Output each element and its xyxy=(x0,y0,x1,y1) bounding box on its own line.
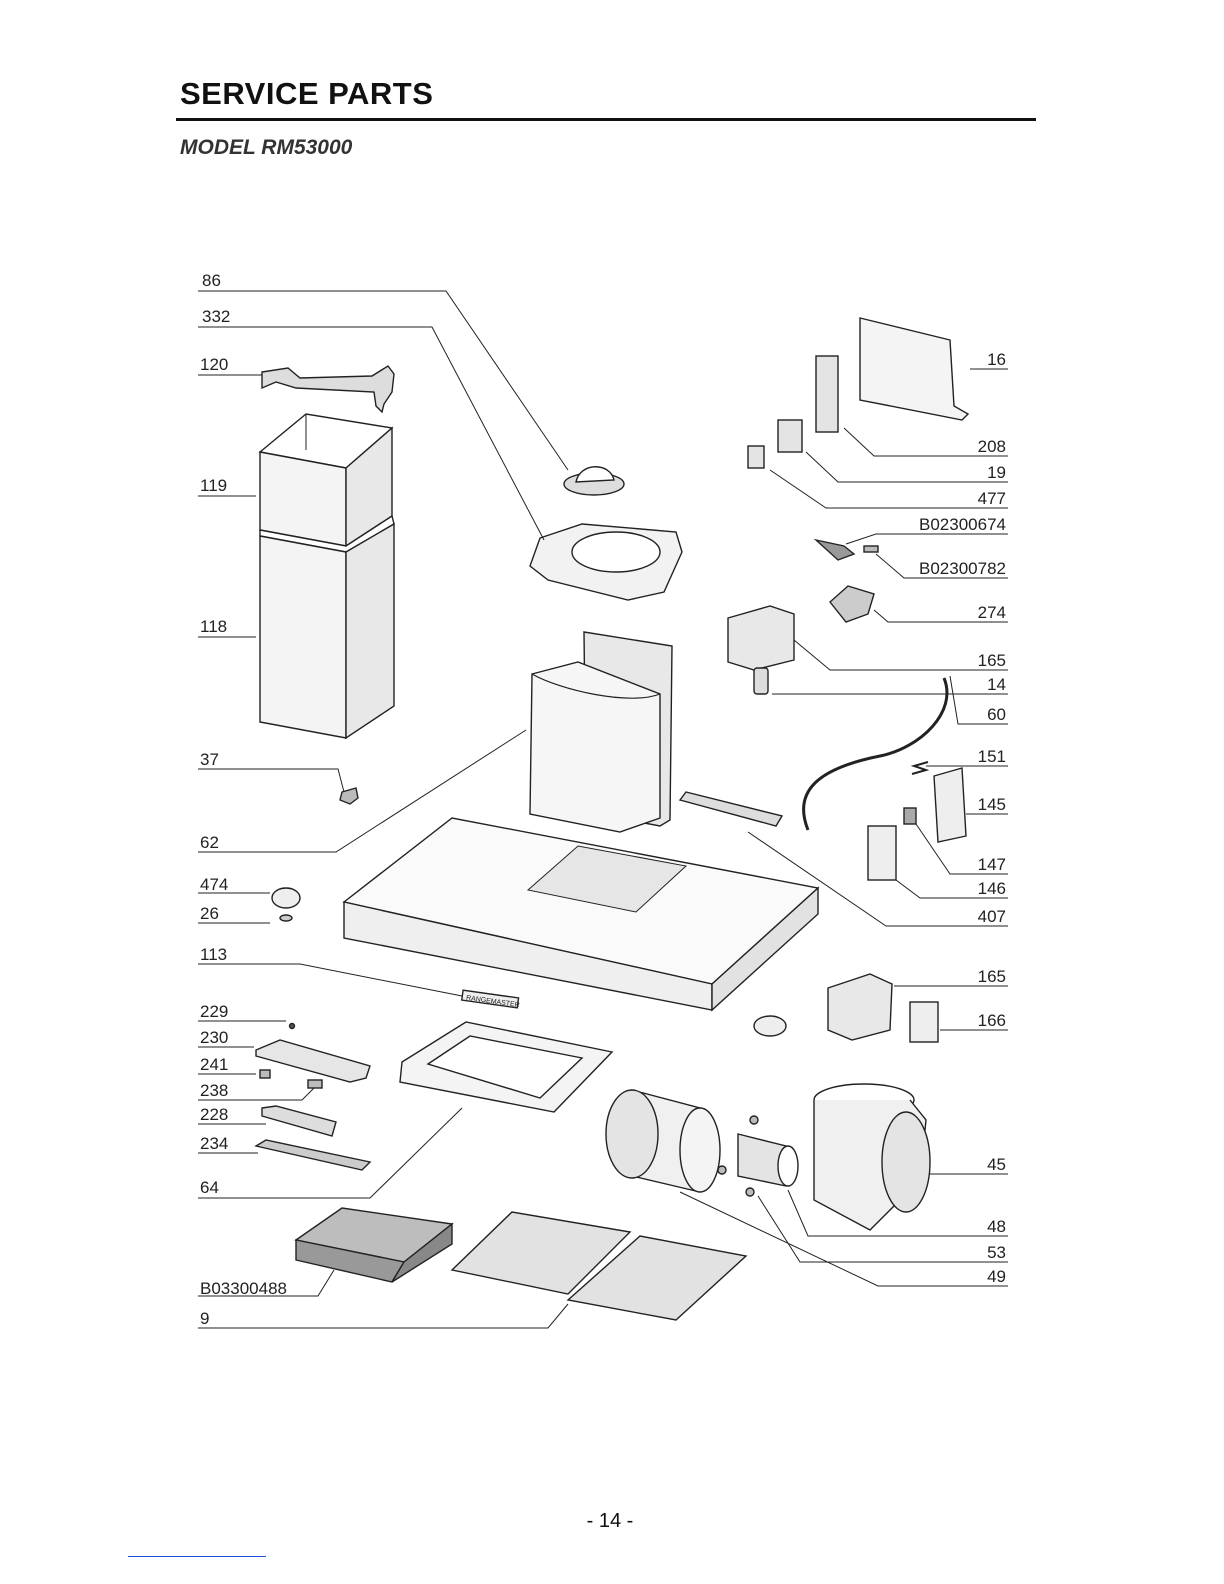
footer-link-line xyxy=(128,1556,266,1557)
part-9-grease-filters xyxy=(452,1212,746,1320)
label-26: 26 xyxy=(200,904,219,923)
label-19: 19 xyxy=(987,463,1006,482)
label-37: 37 xyxy=(200,750,219,769)
part-60-power-cord xyxy=(804,678,947,830)
part-407-strip xyxy=(680,792,782,826)
page-number: - 14 - xyxy=(560,1510,660,1533)
part-145-plate xyxy=(934,768,966,842)
label-62: 62 xyxy=(200,833,219,852)
label-14: 14 xyxy=(987,675,1006,694)
knob-secondary xyxy=(754,1016,786,1036)
part-151-spring xyxy=(912,762,928,774)
label-238: 238 xyxy=(200,1081,228,1100)
part-234-strip xyxy=(256,1140,370,1170)
part-477 xyxy=(748,446,764,468)
part-332-plate xyxy=(530,524,682,600)
part-474-knob xyxy=(272,888,300,921)
part-120-bracket xyxy=(262,366,394,412)
label-165-a: 165 xyxy=(978,651,1006,670)
part-165-bracket-b xyxy=(828,974,892,1040)
label-49: 49 xyxy=(987,1267,1006,1286)
label-229: 229 xyxy=(200,1002,228,1021)
label-166: 166 xyxy=(978,1011,1006,1030)
label-118: 118 xyxy=(200,617,227,636)
part-62-housing xyxy=(530,632,672,832)
part-53-nut-c xyxy=(718,1166,726,1174)
part-53-nut-b xyxy=(750,1116,758,1124)
part-49-blower-wheel xyxy=(606,1090,720,1192)
hood-canopy xyxy=(344,818,818,1010)
label-9: 9 xyxy=(200,1309,209,1328)
label-60: 60 xyxy=(987,705,1006,724)
part-64-frame xyxy=(400,1022,612,1112)
label-234: 234 xyxy=(200,1134,228,1153)
label-208: 208 xyxy=(978,437,1006,456)
label-119: 119 xyxy=(200,476,227,495)
part-238 xyxy=(308,1080,322,1088)
part-146 xyxy=(868,826,896,880)
label-474: 474 xyxy=(200,875,228,894)
label-230: 230 xyxy=(200,1028,228,1047)
label-113: 113 xyxy=(200,945,227,964)
label-241: 241 xyxy=(200,1055,228,1074)
part-14-capacitor xyxy=(754,668,768,694)
label-477: 477 xyxy=(978,489,1006,508)
label-48: 48 xyxy=(987,1217,1006,1236)
part-48-motor xyxy=(738,1134,798,1186)
label-53: 53 xyxy=(987,1243,1006,1262)
part-B03300488-charcoal-filter xyxy=(296,1208,452,1282)
part-19 xyxy=(778,420,802,452)
part-118-119-chimney xyxy=(260,414,394,738)
part-37-clip xyxy=(340,788,358,804)
part-229-screw xyxy=(290,1024,295,1029)
label-146: 146 xyxy=(978,879,1006,898)
label-16: 16 xyxy=(987,350,1006,369)
label-147: 147 xyxy=(978,855,1006,874)
label-B02300782: B02300782 xyxy=(919,559,1006,578)
part-53-nut xyxy=(746,1188,754,1196)
label-228: 228 xyxy=(200,1105,228,1124)
label-332: 332 xyxy=(202,307,230,326)
part-45-motor-housing xyxy=(814,1084,930,1230)
label-165-b: 165 xyxy=(978,967,1006,986)
label-B03300488: B03300488 xyxy=(200,1279,287,1298)
part-166 xyxy=(910,1002,938,1042)
part-86-cover xyxy=(564,467,624,495)
part-241 xyxy=(260,1070,270,1078)
part-228-switch-board xyxy=(262,1106,336,1136)
label-120: 120 xyxy=(200,355,228,374)
label-B02300674: B02300674 xyxy=(919,515,1006,534)
label-274: 274 xyxy=(978,603,1006,622)
label-64: 64 xyxy=(200,1178,219,1197)
part-165-bracket-a xyxy=(728,606,794,670)
part-208 xyxy=(816,356,838,432)
label-151: 151 xyxy=(978,747,1006,766)
label-86: 86 xyxy=(202,271,221,290)
part-147 xyxy=(904,808,916,824)
label-407: 407 xyxy=(978,907,1006,926)
label-45: 45 xyxy=(987,1155,1006,1174)
part-16-mounting-plate xyxy=(860,318,968,420)
part-113-nameplate: RANGEMASTER xyxy=(462,990,520,1009)
part-B02300782 xyxy=(864,546,878,552)
part-274-switch xyxy=(830,586,874,622)
part-230-plate xyxy=(256,1040,370,1082)
label-145: 145 xyxy=(978,795,1006,814)
